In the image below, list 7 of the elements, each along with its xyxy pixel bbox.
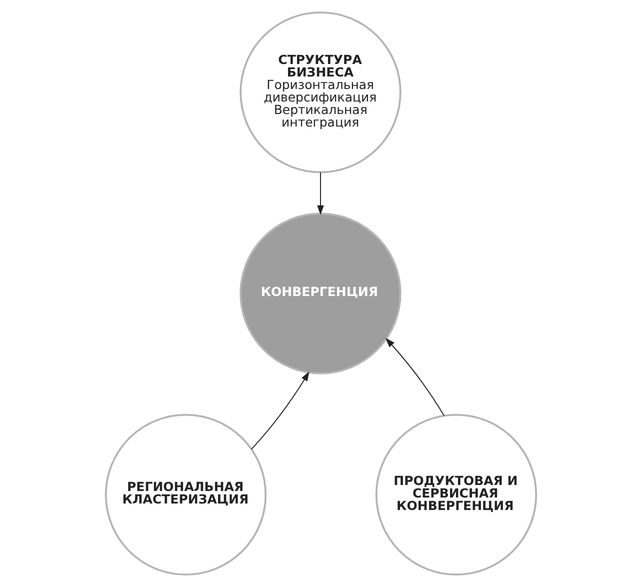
node-circle: РЕГИОНАЛЬНАЯ КЛАСТЕРИЗАЦИЯ [104, 414, 266, 576]
node-circle: КОНВЕРГЕНЦИЯ [239, 212, 401, 374]
node-circle: ПРОДУКТОВАЯ И СЕРВИСНАЯ КОНВЕРГЕНЦИЯ [374, 414, 537, 576]
arrow [384, 338, 444, 416]
node-circle: СТРУКТУРА БИЗНЕСА Горизонтальная диверсификация Вертикальная интеграция [239, 11, 401, 174]
arrow [250, 371, 309, 450]
arrow [316, 172, 324, 216]
